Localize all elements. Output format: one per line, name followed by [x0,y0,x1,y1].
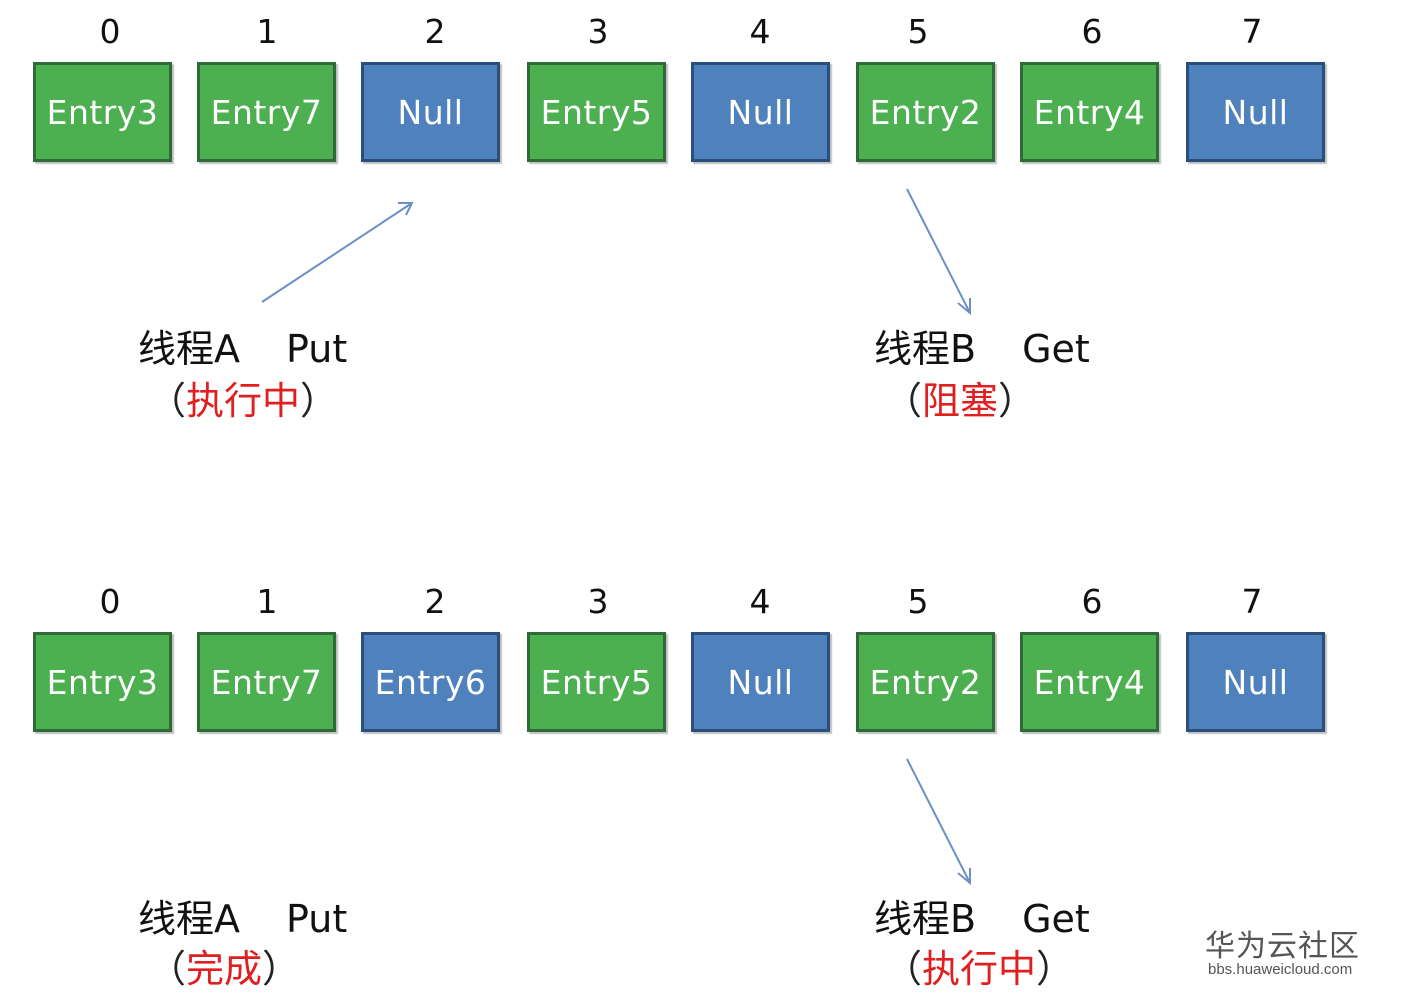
arrow-bucket-5-to-thread-b-bottom [906,758,971,886]
arrow-bucket-5-to-thread-b-top [906,188,971,316]
arrow-thread-a-to-bucket-2 [261,202,414,303]
watermark-url: bbs.huaweicloud.com [1208,961,1353,978]
watermark-title: 华为云社区 [1205,929,1360,964]
